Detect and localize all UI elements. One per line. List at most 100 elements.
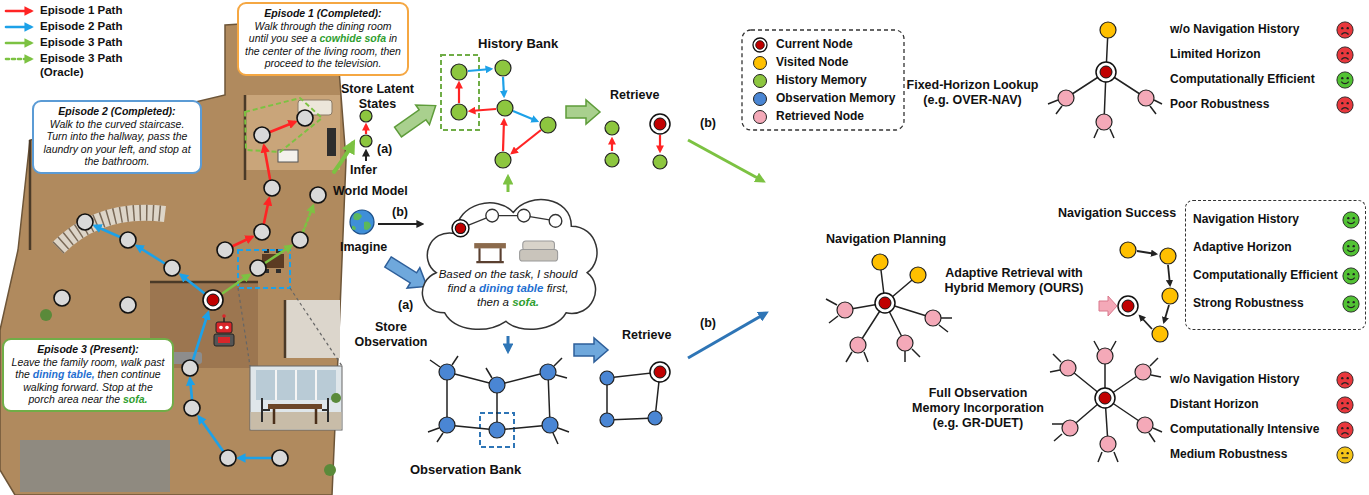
legend-text: Episode 1 Path bbox=[40, 4, 122, 18]
planning-graph-part-part bbox=[910, 267, 926, 283]
fixed-horizon-tree-part bbox=[1096, 62, 1116, 82]
legend-path-samples-part bbox=[6, 42, 31, 45]
cloud-part bbox=[520, 249, 558, 261]
store-arrows-part bbox=[566, 100, 600, 124]
history-bank-graph-part-part bbox=[503, 77, 504, 96]
step-label: Store Observation bbox=[346, 320, 436, 350]
stage-label: Navigation Success bbox=[1058, 206, 1176, 221]
cloud-outline bbox=[413, 186, 603, 334]
full-observation-tree bbox=[1050, 341, 1162, 462]
legend-swatch bbox=[752, 109, 768, 125]
observation-retrieved-graph-part-part bbox=[600, 371, 614, 385]
rating-faces-part bbox=[1337, 97, 1353, 113]
robot-icon-part bbox=[218, 337, 230, 343]
highlight-text: sofa. bbox=[512, 296, 539, 308]
dining-photo-part bbox=[256, 370, 336, 400]
observation-bank-graph-part-part bbox=[489, 422, 505, 438]
history-retrieved-graph-part-part bbox=[605, 121, 619, 135]
cloud-part bbox=[461, 216, 556, 229]
observation-bank-graph-part bbox=[428, 356, 569, 444]
step-tag: (a) bbox=[398, 298, 413, 313]
thought-text: Based on the task, I should find a dinin… bbox=[437, 268, 579, 309]
fixed-horizon-tree-part-part bbox=[1058, 90, 1074, 106]
fixed-horizon-tree-part-part bbox=[1096, 114, 1112, 130]
cloud-up-arrow bbox=[507, 177, 510, 192]
planning-graph-part-part bbox=[872, 254, 888, 270]
cloud-part bbox=[486, 209, 499, 222]
history-bank-graph-part-part bbox=[495, 60, 511, 76]
success-graph-part bbox=[1120, 242, 1178, 342]
dining-photo bbox=[250, 366, 342, 430]
observation-bank-graph-part-part bbox=[540, 364, 556, 380]
cloud-part bbox=[474, 243, 506, 248]
planning-graph-part bbox=[845, 262, 933, 345]
plan-nodes-part bbox=[292, 232, 308, 248]
episode-paths-part-part bbox=[193, 313, 208, 360]
success-graph-part-part bbox=[1160, 248, 1176, 264]
retrieve-arrow bbox=[688, 313, 766, 358]
plan-nodes-part bbox=[164, 260, 180, 276]
property-item: Navigation History bbox=[1193, 212, 1299, 226]
step-label: Store Latent States bbox=[330, 82, 425, 112]
property-item: w/o Navigation History bbox=[1170, 372, 1299, 386]
legend-text: Visited Node bbox=[776, 55, 848, 69]
floor-plan-part bbox=[324, 464, 336, 476]
planning-graph-part bbox=[879, 297, 891, 309]
plan-highlights-part bbox=[238, 250, 290, 288]
globe-icon-part bbox=[352, 213, 371, 230]
store-arrows-part bbox=[391, 96, 442, 142]
episode-paths-part-part bbox=[199, 417, 223, 451]
dining-photo-part bbox=[274, 409, 316, 424]
robot-icon-part bbox=[225, 326, 229, 330]
robot-icon-part bbox=[219, 326, 223, 330]
planning-graph-part-part bbox=[897, 335, 913, 351]
episode-paths-part bbox=[223, 206, 313, 293]
history-bank-graph-part-part bbox=[540, 117, 556, 133]
success-graph-part-part bbox=[1152, 326, 1168, 342]
method-label: Adaptive Retrieval with Hybrid Memory (O… bbox=[930, 266, 1098, 296]
fixed-horizon-tree-part bbox=[1100, 66, 1112, 78]
plan-nodes-part bbox=[203, 290, 223, 310]
plan-nodes-part bbox=[77, 214, 93, 230]
rating-faces-part bbox=[1337, 422, 1353, 438]
property-item: w/o Navigation History bbox=[1170, 22, 1299, 36]
episode-paths-part-part bbox=[303, 206, 313, 232]
plan-highlights-part bbox=[245, 98, 322, 152]
episode-paths-part-part bbox=[233, 237, 252, 246]
stage-label: Navigation Planning bbox=[826, 232, 946, 247]
dining-photo-part bbox=[262, 398, 328, 422]
thought-cloud: Based on the task, I should find a dinin… bbox=[413, 186, 603, 334]
property-item: Computationally Efficient bbox=[1170, 72, 1315, 86]
episode-callout: Episode 1 (Completed):Walk through the d… bbox=[237, 2, 409, 76]
bank-title: History Bank bbox=[478, 36, 558, 52]
observation-bank-graph-part bbox=[447, 372, 550, 430]
history-retrieved-graph-part bbox=[650, 114, 670, 134]
legend-text: Episode 2 Path bbox=[40, 20, 122, 34]
history-bank-graph-part bbox=[459, 69, 541, 153]
full-observation-tree-part bbox=[1060, 348, 1153, 452]
planning-graph-part-part bbox=[850, 337, 866, 353]
swatch-ring bbox=[753, 38, 767, 52]
legend-text: Observation Memory bbox=[776, 91, 895, 105]
history-bank-graph-part bbox=[441, 55, 479, 130]
history-bank-graph bbox=[441, 55, 556, 168]
episode-callout: Episode 3 (Present):Leave the family roo… bbox=[2, 338, 174, 412]
legend-swatch bbox=[752, 73, 768, 89]
observation-retrieved-graph-part bbox=[650, 362, 670, 382]
highlight-text: dining table, bbox=[33, 368, 95, 380]
globe-icon-part bbox=[350, 210, 374, 234]
history-retrieved-graph bbox=[605, 114, 670, 169]
plan-nodes-part bbox=[217, 242, 233, 258]
observation-retrieved-graph-part-part bbox=[600, 413, 614, 427]
episode-heading: Episode 1 (Completed): bbox=[244, 7, 402, 20]
fixed-horizon-tree-part bbox=[1058, 90, 1154, 130]
robot-icon bbox=[214, 314, 234, 346]
plan-nodes-part bbox=[184, 400, 200, 416]
step-label: Infer bbox=[350, 163, 377, 178]
episode-paths-part-part bbox=[95, 226, 120, 237]
step-tag: (b) bbox=[392, 205, 408, 220]
planning-graph-part bbox=[875, 293, 895, 313]
latent-graph-part bbox=[365, 125, 367, 134]
observation-bank-graph-part-part bbox=[542, 417, 558, 433]
legend-text: History Memory bbox=[776, 73, 867, 87]
